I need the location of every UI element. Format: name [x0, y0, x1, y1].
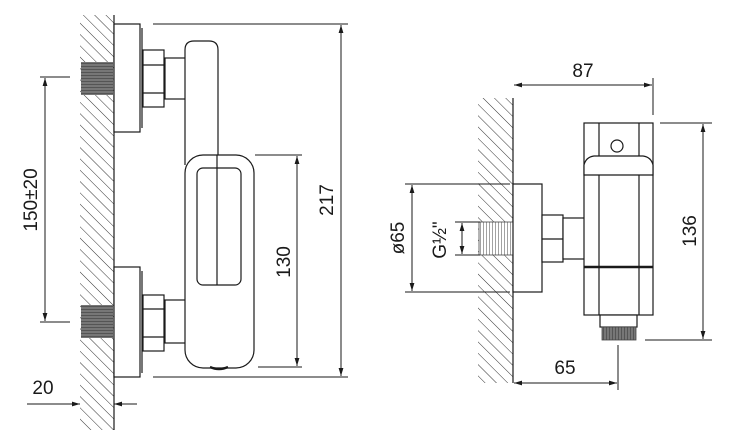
nut-top — [142, 49, 165, 108]
dimension-escutcheon-diameter: ø65 — [388, 183, 510, 293]
dimension-label-130: 130 — [274, 246, 295, 278]
dimension-inlet-spacing: 150±20 — [21, 76, 70, 323]
dimension-label-87: 87 — [572, 61, 593, 82]
escutcheon-top — [113, 23, 143, 133]
nut-bottom — [142, 294, 165, 352]
dimension-total-height: 217 — [153, 23, 348, 378]
stub-bottom — [164, 299, 187, 344]
handle-hole — [610, 139, 624, 153]
stub — [562, 217, 586, 260]
dimension-body-height: 130 — [255, 154, 302, 368]
inlet-thread-bottom — [81, 305, 113, 338]
outlet-thread — [601, 326, 637, 341]
stub-top — [164, 57, 187, 100]
dimension-label-150: 150±20 — [21, 168, 42, 231]
dimension-outlet-offset: 65 — [514, 345, 619, 390]
outlet-fitting — [599, 314, 638, 328]
front-view: 87 136 65 ø65 G½" — [388, 61, 712, 390]
dimension-label-136: 136 — [680, 215, 701, 247]
outlet-nozzle — [209, 365, 229, 371]
nut — [541, 214, 564, 263]
inlet-thread — [478, 221, 514, 256]
dimension-wall-depth: 20 — [27, 378, 137, 407]
dimension-label-diameter: ø65 — [388, 222, 409, 255]
dimension-total-depth: 87 — [514, 61, 654, 115]
lever-handle — [184, 40, 219, 165]
escutcheon-bottom — [113, 266, 143, 378]
escutcheon — [512, 183, 543, 293]
valve-body — [583, 122, 654, 316]
dimension-height: 136 — [645, 122, 712, 341]
dimension-label-65: 65 — [554, 358, 575, 379]
body-window — [196, 167, 242, 286]
dimension-label-20: 20 — [32, 378, 53, 399]
dimension-thread-size: G½" — [430, 221, 480, 259]
inlet-thread-top — [81, 62, 113, 95]
side-view: 217 130 150±20 20 — [21, 15, 348, 430]
dimension-label-thread: G½" — [430, 221, 451, 258]
dimension-label-217: 217 — [317, 184, 338, 216]
